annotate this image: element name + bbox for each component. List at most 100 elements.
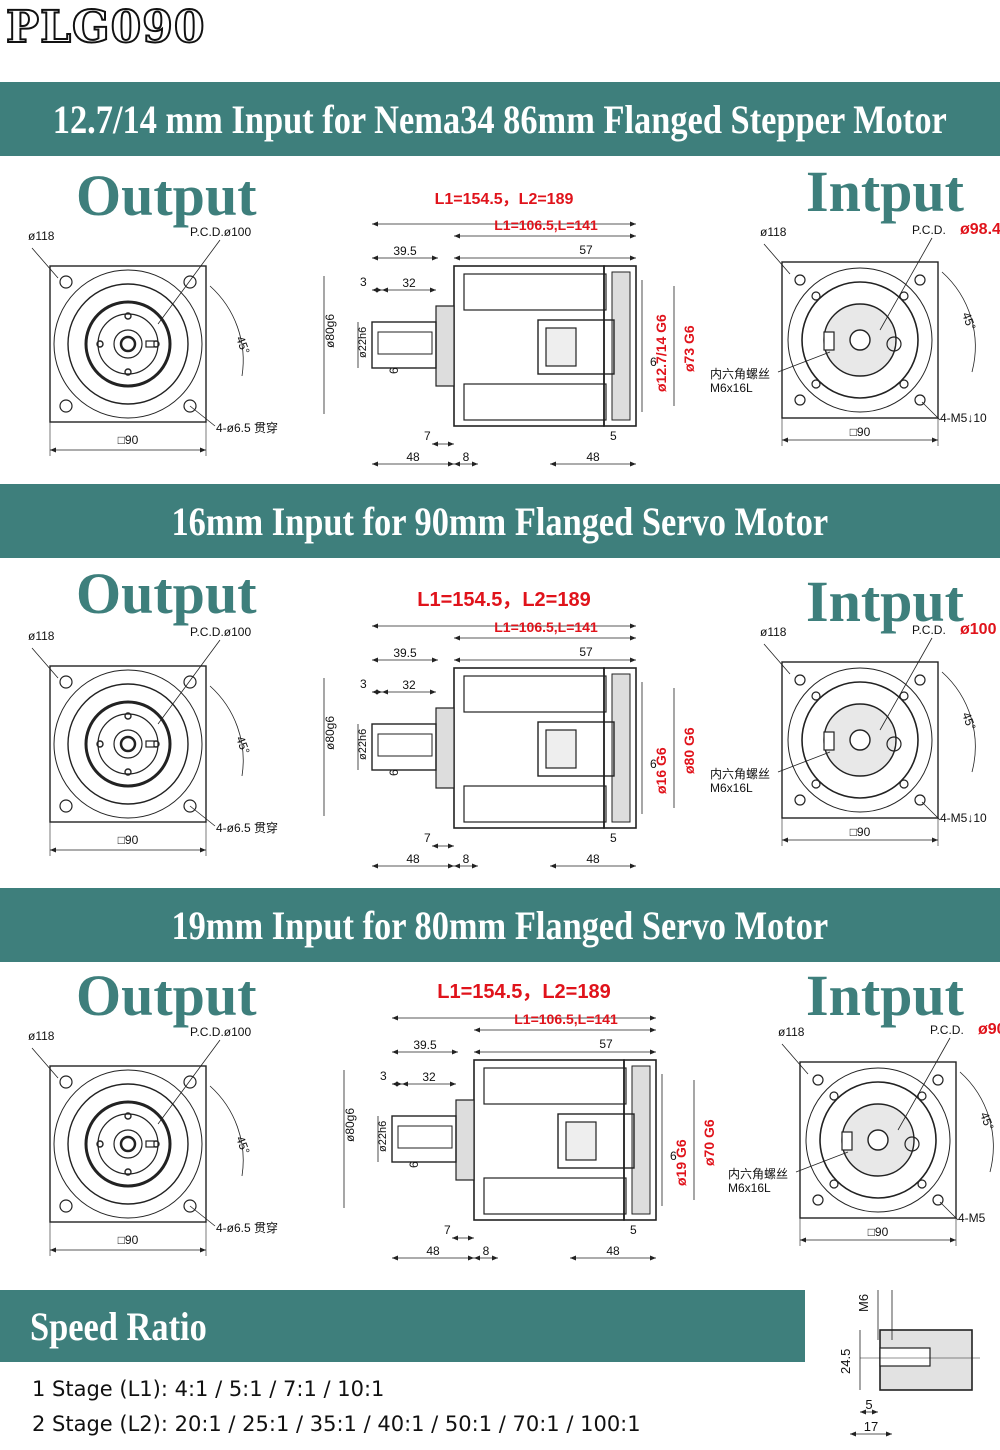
dim-label: 45° — [977, 1110, 996, 1132]
section-3-heading: 19mm Input for 80mm Flanged Servo Motor — [0, 888, 1000, 962]
output-label-1: Output — [76, 163, 257, 228]
dim-label: 45° — [959, 710, 978, 732]
dim-label: 6 — [650, 757, 657, 771]
dim-label: 6 — [407, 1161, 421, 1168]
dim-label: ø12.7/14 G6 — [653, 314, 669, 392]
dim-label: □90 — [118, 433, 139, 447]
dim-label: 4-M5 — [958, 1211, 986, 1225]
dim-label: ø118 — [28, 629, 55, 643]
dim-label: 6 — [650, 355, 657, 369]
dim-label: P.C.D.ø100 — [190, 225, 251, 239]
dim-label: 45° — [233, 1134, 252, 1156]
dim-label: 48 — [586, 852, 600, 866]
input-label-3: Intput — [806, 963, 964, 1028]
dim-label: 4-M5↓10 — [940, 411, 987, 425]
dim-label: 7 — [424, 831, 431, 845]
input-label-2: Intput — [806, 569, 964, 634]
speed-ratio-stage2: 2 Stage (L2): 20:1 / 25:1 / 35:1 / 40:1 … — [32, 1412, 641, 1436]
speed-ratio-stage1: 1 Stage (L1): 4:1 / 5:1 / 7:1 / 10:1 — [32, 1377, 385, 1401]
dim-label: ø118 — [778, 1025, 805, 1039]
dim-label: □90 — [850, 425, 871, 439]
dim-label: L1=106.5,L=141 — [514, 1011, 618, 1027]
dim-label: ø70 G6 — [701, 1119, 717, 1166]
dim-label: 32 — [422, 1070, 436, 1084]
dim-label: 57 — [579, 645, 593, 659]
dim-label: P.C.D. — [912, 223, 946, 237]
dim-label: 6 — [387, 769, 401, 776]
dim-label: ø100 — [960, 621, 997, 638]
dim-label: 24.5 — [838, 1349, 853, 1374]
dim-label: 7 — [444, 1223, 451, 1237]
dim-label: ø19 G6 — [673, 1139, 689, 1186]
output-label-2: Output — [76, 561, 257, 626]
dim-label: 32 — [402, 678, 416, 692]
dim-label: ø80g6 — [323, 314, 337, 348]
dim-label: 45° — [233, 334, 252, 356]
dim-label: 5 — [630, 1223, 637, 1237]
dim-label: L1=154.5，L2=189 — [437, 981, 610, 1003]
dim-label: 39.5 — [393, 244, 417, 258]
dim-label: ø90 — [978, 1021, 1000, 1038]
dim-label: 7 — [424, 429, 431, 443]
input-label-1: Intput — [806, 159, 964, 224]
dim-label: P.C.D.ø100 — [190, 1025, 251, 1039]
dim-label: 8 — [463, 450, 470, 464]
dim-label: M6x16L — [728, 1181, 771, 1195]
dim-label: 4-ø6.5 贯穿 — [216, 1220, 278, 1235]
dim-label: 8 — [463, 852, 470, 866]
dim-label: □90 — [868, 1225, 889, 1239]
dim-label: ø118 — [760, 225, 787, 239]
dim-label: L1=154.5，L2=189 — [435, 191, 574, 208]
dim-label: 48 — [606, 1244, 620, 1258]
output-view-1: ø118 P.C.D.ø100 45° 4-ø6.5 贯穿 □90 — [28, 225, 278, 456]
dim-label: 57 — [599, 1037, 613, 1051]
dim-label: 5 — [610, 831, 617, 845]
dim-label: 6 — [670, 1149, 677, 1163]
dim-label: 5 — [865, 1397, 872, 1412]
dim-label: 4-M5↓10 — [940, 811, 987, 825]
dim-label: 45° — [233, 734, 252, 756]
dim-label: ø118 — [28, 229, 55, 243]
dim-label: ø118 — [760, 625, 787, 639]
dim-label: 4-ø6.5 贯穿 — [216, 420, 278, 435]
dim-label: L1=154.5，L2=189 — [417, 589, 590, 611]
dim-label: 8 — [483, 1244, 490, 1258]
dim-label: 45° — [959, 310, 978, 332]
dim-label: 内六角螺丝 — [710, 367, 770, 381]
dim-label: 3 — [360, 677, 367, 691]
dim-label: ø118 — [28, 1029, 55, 1043]
dim-label: 48 — [426, 1244, 440, 1258]
dim-label: 39.5 — [393, 646, 417, 660]
dim-label: 48 — [406, 450, 420, 464]
dim-label: □90 — [118, 833, 139, 847]
dim-label: 3 — [380, 1069, 387, 1083]
dim-label: ø22h6 — [377, 1121, 389, 1152]
dim-label: 5 — [610, 429, 617, 443]
speed-ratio-heading: Speed Ratio — [0, 1290, 805, 1362]
dim-label: ø80g6 — [323, 716, 337, 750]
dim-label: ø16 G6 — [653, 747, 669, 794]
dim-label: ø22h6 — [357, 327, 369, 358]
dim-label: □90 — [850, 825, 871, 839]
dim-label: L1=106.5,L=141 — [494, 619, 598, 635]
dim-label: ø98.4 — [960, 221, 1000, 238]
dim-label: ø73 G6 — [681, 325, 697, 372]
dim-label: P.C.D. — [912, 623, 946, 637]
dim-label: P.C.D.ø100 — [190, 625, 251, 639]
dim-label: 48 — [586, 450, 600, 464]
section-1-heading: 12.7/14 mm Input for Nema34 86mm Flanged… — [0, 82, 1000, 156]
dim-label: 内六角螺丝 — [710, 767, 770, 781]
dim-label: L1=106.5,L=141 — [494, 217, 598, 233]
dim-label: 6 — [387, 367, 401, 374]
dim-label: ø80g6 — [343, 1108, 357, 1142]
dim-label: 48 — [406, 852, 420, 866]
dim-label: 17 — [864, 1419, 878, 1434]
dim-label: 57 — [579, 243, 593, 257]
